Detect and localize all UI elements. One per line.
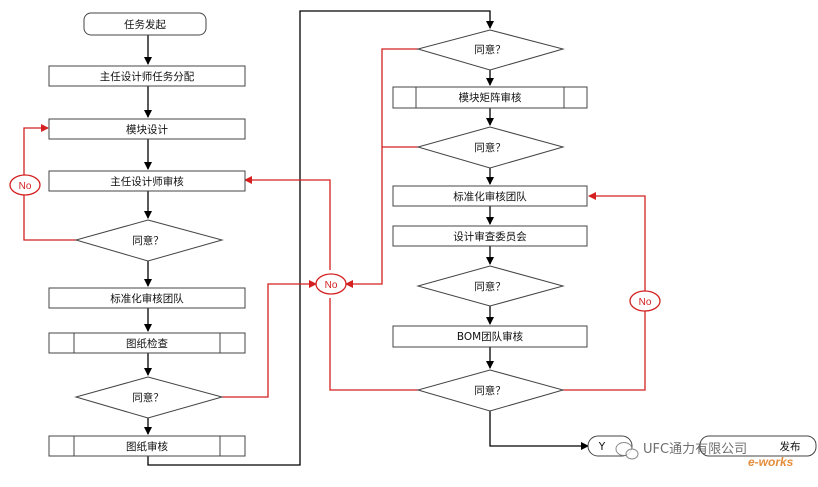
decision-agree-r4: 同意？ [416, 369, 565, 412]
reject-top [345, 48, 418, 288]
node-drawing-check: 图纸检查 [48, 332, 246, 354]
decision-label: 同意？ [474, 141, 506, 154]
reject-r4-to-center [329, 298, 418, 391]
node-label: 模块设计 [126, 123, 168, 136]
decision-label: 同意？ [132, 391, 164, 404]
decision-agree-2: 同意？ [74, 376, 224, 419]
node-design-committee: 设计审查委员会 [392, 225, 588, 247]
watermark-text: UFC通力有限公司 [643, 442, 747, 457]
node-label: 任务发起 [124, 18, 166, 31]
no-text: No [639, 297, 652, 308]
node-std-team-left: 标准化审核团队 [48, 287, 246, 309]
no-text: No [19, 181, 32, 192]
no-label-center: No [315, 273, 347, 295]
connector-to-end [489, 411, 589, 450]
node-start: 任务发起 [83, 12, 207, 36]
node-std-team-right: 标准化审核团队 [392, 185, 588, 207]
node-label: 主任设计师审核 [110, 175, 184, 188]
decision-label: 同意？ [474, 280, 506, 293]
node-task-assign: 主任设计师任务分配 [48, 65, 246, 87]
watermark: UFC通力有限公司 e-works [615, 442, 794, 469]
node-label: 图纸检查 [126, 337, 168, 350]
node-end-release: 发布 [699, 435, 817, 457]
main-flow-connectors [144, 10, 589, 466]
no-label-right: No [629, 290, 661, 312]
node-label: 发布 [780, 440, 801, 453]
watermark-brand: e-works [748, 455, 794, 469]
node-label: 图纸审核 [126, 440, 168, 453]
node-module-design: 模块设计 [48, 118, 246, 140]
decision-label: 同意？ [474, 384, 506, 397]
decision-agree-mid: 同意？ [416, 126, 565, 169]
connector-to-right-column [147, 10, 494, 466]
reject-right-loop [563, 192, 646, 391]
node-label: 模块矩阵审核 [459, 91, 522, 104]
decision-agree-top: 同意？ [416, 29, 565, 71]
node-label: BOM团队审核 [457, 330, 524, 343]
node-label: 设计审查委员会 [453, 230, 527, 243]
node-label: Y [598, 441, 606, 453]
node-drawing-review: 图纸审核 [48, 435, 246, 457]
reject-center-to-chief [244, 176, 331, 270]
node-bom-review: BOM团队审核 [392, 325, 588, 348]
node-chief-review: 主任设计师审核 [48, 170, 246, 192]
wechat-icon [615, 442, 639, 460]
node-label: 标准化审核团队 [453, 190, 527, 203]
no-label-left: No [9, 174, 41, 196]
node-label: 标准化审核团队 [110, 292, 184, 305]
decision-agree-r3: 同意？ [416, 265, 565, 307]
node-label: 主任设计师任务分配 [100, 70, 195, 83]
node-module-matrix: 模块矩阵审核 [392, 86, 588, 109]
no-text: No [325, 280, 338, 291]
decision-label: 同意？ [132, 234, 164, 247]
reject-to-center [222, 280, 317, 398]
decision-label: 同意？ [474, 43, 506, 56]
decision-agree-1: 同意？ [74, 219, 224, 262]
